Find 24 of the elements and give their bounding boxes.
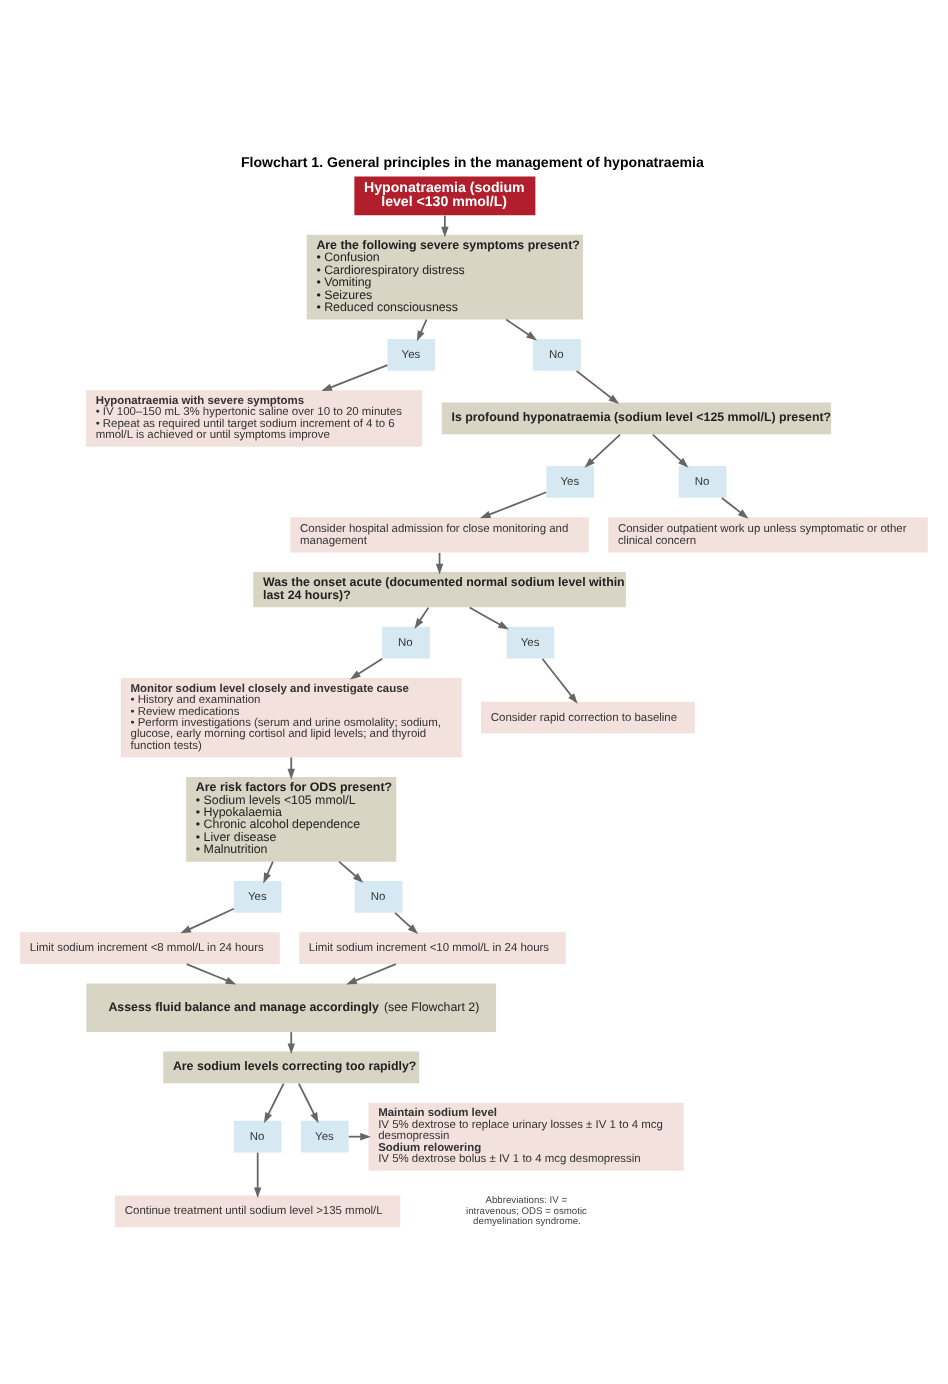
arrow [253, 1150, 262, 1197]
arrow [721, 496, 749, 518]
arrow [180, 906, 235, 933]
arrow [185, 962, 237, 984]
arrow [575, 369, 620, 404]
arrow [441, 213, 449, 237]
arrow [541, 656, 578, 703]
arrow [346, 962, 397, 984]
arrow [584, 432, 621, 467]
arrow [505, 317, 537, 340]
arrow [297, 1081, 319, 1123]
arrow [394, 911, 419, 934]
arrow [468, 605, 509, 629]
arrow [287, 755, 295, 779]
arrow [287, 1030, 295, 1054]
arrow [263, 859, 274, 883]
arrow [263, 1081, 285, 1123]
arrow [321, 363, 389, 391]
arrow [479, 490, 548, 518]
arrow [349, 656, 384, 679]
arrow [347, 1131, 371, 1140]
arrow [414, 605, 430, 628]
arrow [651, 432, 689, 467]
arrow [338, 859, 364, 882]
